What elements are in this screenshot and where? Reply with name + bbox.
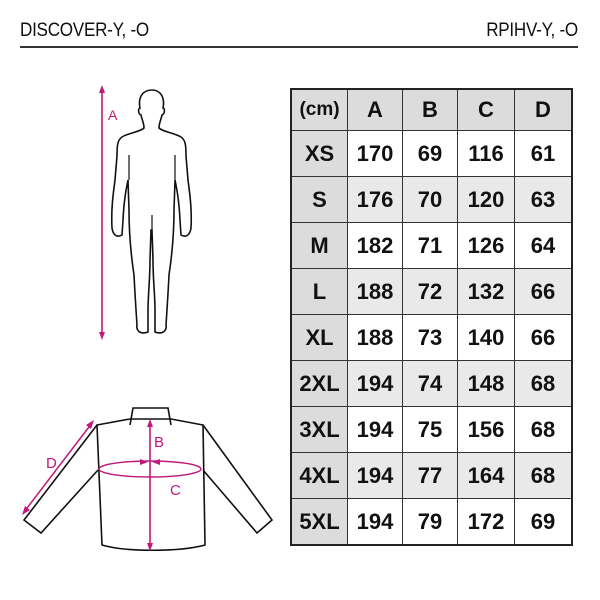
size-chart-table: (cm) A B C D XS 170 69 116 61 S 176 70 1… xyxy=(290,88,573,546)
table-row: L 188 72 132 66 xyxy=(290,268,573,315)
body-measurement-figure: A xyxy=(80,70,220,360)
value-a: 194 xyxy=(347,406,403,453)
column-header-d: D xyxy=(514,88,573,131)
table-row: XL 188 73 140 66 xyxy=(290,314,573,361)
size-label: 3XL xyxy=(290,406,348,453)
value-c: 140 xyxy=(457,314,515,361)
table-row: 4XL 194 77 164 68 xyxy=(290,452,573,499)
value-a: 170 xyxy=(347,130,403,177)
value-d: 63 xyxy=(514,176,573,223)
column-header-c: C xyxy=(457,88,515,131)
table-row: 3XL 194 75 156 68 xyxy=(290,406,573,453)
table-row: 2XL 194 74 148 68 xyxy=(290,360,573,407)
label-b: B xyxy=(154,434,164,451)
label-a: A xyxy=(108,107,118,123)
value-b: 73 xyxy=(402,314,458,361)
value-b: 79 xyxy=(402,498,458,546)
value-b: 71 xyxy=(402,222,458,269)
jacket-outline-icon: B C D xyxy=(22,407,274,552)
table-row: 5XL 194 79 172 69 xyxy=(290,498,573,546)
value-a: 194 xyxy=(347,498,403,546)
value-d: 66 xyxy=(514,314,573,361)
value-b: 77 xyxy=(402,452,458,499)
page-header: DISCOVER-Y, -O RPIHV-Y, -O xyxy=(20,16,578,48)
value-d: 69 xyxy=(514,498,573,546)
value-b: 69 xyxy=(402,130,458,177)
value-d: 64 xyxy=(514,222,573,269)
product-title-left: DISCOVER-Y, -O xyxy=(20,20,149,41)
size-label: XL xyxy=(290,314,348,361)
value-d: 61 xyxy=(514,130,573,177)
value-c: 132 xyxy=(457,268,515,315)
jacket-measurement-figure: B C D xyxy=(10,395,280,560)
value-c: 164 xyxy=(457,452,515,499)
value-a: 188 xyxy=(347,314,403,361)
value-a: 182 xyxy=(347,222,403,269)
value-c: 148 xyxy=(457,360,515,407)
value-b: 70 xyxy=(402,176,458,223)
table-header-row: (cm) A B C D xyxy=(290,88,573,131)
human-silhouette-icon: A xyxy=(99,85,193,340)
product-title-right: RPIHV-Y, -O xyxy=(486,20,578,41)
value-d: 68 xyxy=(514,452,573,499)
column-header-a: A xyxy=(347,88,403,131)
size-label: 5XL xyxy=(290,498,348,546)
value-d: 66 xyxy=(514,268,573,315)
value-a: 194 xyxy=(347,360,403,407)
value-d: 68 xyxy=(514,360,573,407)
size-label: S xyxy=(290,176,348,223)
size-label: L xyxy=(290,268,348,315)
table-row: M 182 71 126 64 xyxy=(290,222,573,269)
value-c: 116 xyxy=(457,130,515,177)
table-row: S 176 70 120 63 xyxy=(290,176,573,223)
value-c: 120 xyxy=(457,176,515,223)
value-a: 194 xyxy=(347,452,403,499)
value-b: 72 xyxy=(402,268,458,315)
size-label: 2XL xyxy=(290,360,348,407)
table-row: XS 170 69 116 61 xyxy=(290,130,573,177)
value-c: 126 xyxy=(457,222,515,269)
value-d: 68 xyxy=(514,406,573,453)
size-label: XS xyxy=(290,130,348,177)
size-label: M xyxy=(290,222,348,269)
label-d: D xyxy=(46,455,57,472)
value-a: 188 xyxy=(347,268,403,315)
value-c: 156 xyxy=(457,406,515,453)
label-c: C xyxy=(170,482,181,499)
value-b: 75 xyxy=(402,406,458,453)
value-c: 172 xyxy=(457,498,515,546)
column-header-b: B xyxy=(402,88,458,131)
value-b: 74 xyxy=(402,360,458,407)
size-label: 4XL xyxy=(290,452,348,499)
unit-header: (cm) xyxy=(290,88,348,131)
value-a: 176 xyxy=(347,176,403,223)
